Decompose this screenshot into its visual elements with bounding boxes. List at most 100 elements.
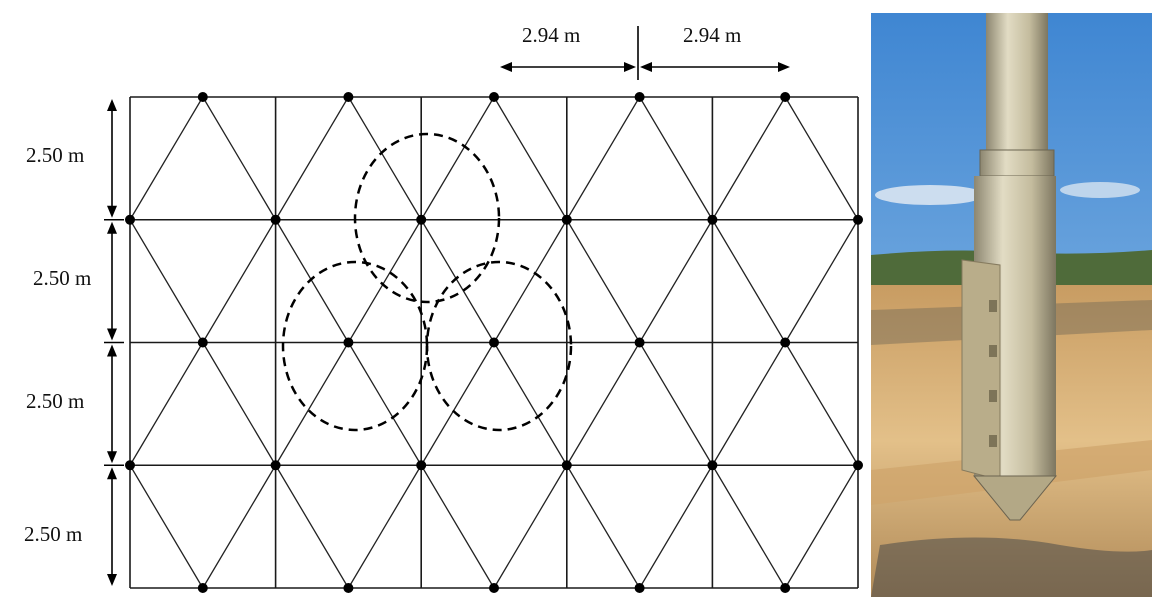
triangle-edge (493, 464, 568, 589)
pile-node (197, 583, 208, 593)
vertical-spacing-label: 2.50 m (26, 143, 84, 167)
triangle-edge (784, 219, 859, 343)
triangle-edge (275, 96, 349, 221)
triangle-edge (639, 219, 713, 343)
pile-node (853, 214, 863, 225)
triangle-edge (129, 219, 204, 343)
triangle-edge (202, 219, 277, 343)
vertical-spacing-label: 2.50 m (24, 522, 82, 546)
triangle-edge (566, 342, 641, 466)
triangle-edge (347, 96, 422, 221)
arrowhead (107, 574, 117, 586)
triangle-edge (202, 342, 277, 466)
pile-node (489, 92, 499, 102)
pile-node (634, 92, 645, 102)
cloud (875, 185, 985, 205)
pile-node (343, 337, 354, 348)
triangle-edge (711, 96, 786, 221)
triangle-edge (129, 464, 204, 589)
triangle-edge (493, 342, 568, 466)
triangle-edge (711, 464, 786, 589)
pile-node (489, 337, 499, 348)
triangle-edge (420, 464, 495, 589)
pile-nodes (125, 92, 863, 593)
arrowhead (107, 205, 117, 218)
influence-circle (353, 132, 501, 304)
cloud (1060, 182, 1140, 198)
arrowhead (107, 467, 117, 480)
arrowhead (107, 344, 117, 357)
triangle-edge (347, 464, 422, 589)
pile-node (780, 583, 791, 593)
triangle-edge (639, 96, 713, 221)
pile-node (707, 214, 718, 225)
pile-node (197, 92, 208, 102)
pile-node (343, 92, 354, 102)
pile-node (853, 460, 863, 471)
pile-node (634, 337, 645, 348)
triangle-edge (129, 96, 204, 221)
vertical-spacing-label: 2.50 m (33, 266, 91, 290)
pile-node (416, 460, 427, 471)
pile-node (197, 337, 208, 348)
auger-tip (972, 475, 1058, 521)
pile-node (780, 337, 791, 348)
vertical-spacing-label: 2.50 m (26, 389, 84, 413)
triangle-edge (639, 342, 713, 466)
triangle-edge (420, 219, 495, 343)
kelly-bar (986, 13, 1048, 173)
arrowhead (500, 62, 512, 72)
water-puddle (871, 537, 1152, 597)
triangle-edge (347, 342, 422, 466)
triangle-edge (711, 219, 786, 343)
triangle-edge (566, 219, 641, 343)
triangle-edge (420, 96, 495, 221)
pile-node (780, 92, 791, 102)
pile-node (561, 214, 572, 225)
pile-node (707, 460, 718, 471)
triangle-edge (420, 342, 495, 466)
arrowhead (778, 62, 790, 72)
triangle-edge (493, 96, 568, 221)
influence-circles (281, 132, 573, 432)
triangle-edge (566, 464, 641, 589)
triangle-edge (784, 96, 859, 221)
triangle-edge (566, 96, 641, 221)
pile-node (561, 460, 572, 471)
triangle-edge (347, 219, 422, 343)
pile-node (125, 460, 135, 471)
triangle-edge (275, 464, 349, 589)
triangle-edge (202, 96, 277, 221)
pile-node (270, 214, 281, 225)
pile-node (489, 583, 499, 593)
auger-teeth (989, 300, 997, 447)
vertical-dimensions: 2.50 m 2.50 m 2.50 m 2.50 m (24, 99, 124, 586)
arrowhead (107, 221, 117, 234)
pile-node (634, 583, 645, 593)
arrowhead (640, 62, 652, 72)
pile-node (125, 214, 135, 225)
arrowhead (624, 62, 636, 72)
arrowhead (107, 328, 117, 341)
drilling-rig-photo (871, 13, 1152, 597)
arrowhead (107, 99, 117, 111)
triangle-edge (493, 219, 568, 343)
triangle-edge (202, 464, 277, 589)
triangle-edge (784, 464, 859, 589)
triangle-edge (129, 342, 204, 466)
triangular-pattern (129, 96, 859, 589)
influence-circle (425, 260, 573, 432)
triangle-edge (639, 464, 713, 589)
triangle-edge (275, 342, 349, 466)
triangle-edge (784, 342, 859, 466)
pile-node (416, 214, 427, 225)
horizontal-dimensions: 2.94 m 2.94 m (500, 23, 790, 80)
triangle-edge (275, 219, 349, 343)
arrowhead (107, 451, 117, 464)
horizontal-spacing-label: 2.94 m (522, 23, 580, 47)
rod-coupling (979, 149, 1055, 177)
influence-circle (281, 260, 429, 432)
triangle-edge (711, 342, 786, 466)
horizontal-spacing-label: 2.94 m (683, 23, 741, 47)
